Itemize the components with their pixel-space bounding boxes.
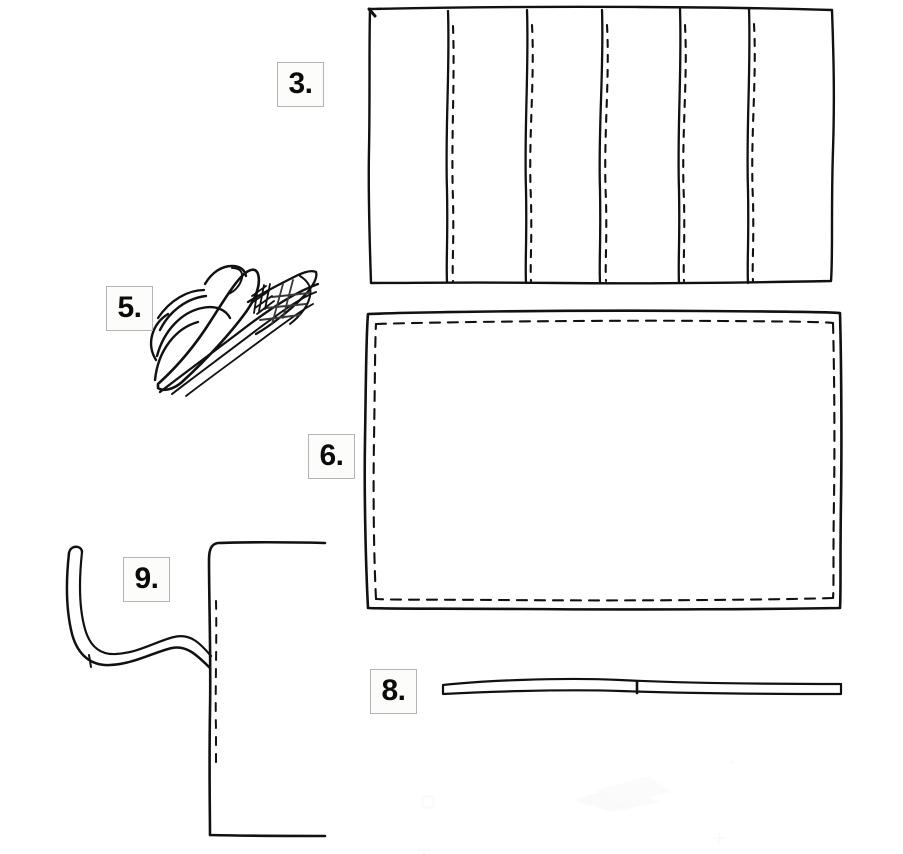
figure-5-gathered-fabric [149, 264, 320, 397]
figure-5-flap-outline [246, 269, 318, 336]
figure-5-lower-strip-1 [158, 282, 320, 394]
figure-3-seam-line-2 [524, 8, 529, 285]
figure-5-top-fold [203, 264, 248, 286]
figure-3-seam-line-3 [598, 8, 604, 284]
figure-9-panel-outline [207, 540, 327, 838]
figure-5-top-fold-inner [227, 267, 244, 295]
figure-8-outline [441, 677, 843, 696]
figure-9-strap-top-cap [67, 545, 84, 555]
step-label-8: 8. [370, 669, 417, 714]
figure-3-seam-line-4 [677, 7, 682, 285]
figure-9-strap-and-panel [65, 540, 327, 838]
figure-5-arc-4 [156, 288, 206, 320]
figure-5-arc-3 [153, 320, 200, 382]
figure-5-flap-grid-d1 [271, 283, 284, 325]
figure-3-stitch-line-5 [751, 22, 756, 283]
figure-5-crosshatch [251, 283, 275, 315]
figure-6-outline [363, 309, 843, 611]
figure-3-stitch-line-1 [451, 24, 455, 283]
figure-3-paneled-panel [367, 5, 836, 285]
figure-9-strap-inner-edge [78, 550, 213, 658]
figure-6-stitch-left [372, 322, 378, 601]
figure-3-stitch-line-4 [682, 23, 687, 283]
figure-9-strap-tick [88, 654, 92, 668]
figure-3-seam-line-1 [445, 9, 450, 284]
figure-3-stitch-line-2 [529, 23, 534, 283]
figure-8-narrow-strip [441, 677, 843, 696]
figure-3-corner-nib [367, 7, 377, 18]
figure-6-stitch-right [831, 321, 836, 600]
figure-3-seam-line-5 [746, 6, 751, 285]
figure-3-stitch-line-3 [604, 23, 609, 283]
figure-5-flap-edge [289, 275, 312, 325]
figure-5-flap-grid-h1 [271, 292, 310, 298]
figure-5-arc-1 [155, 305, 232, 358]
figure-6-topstitched-panel [363, 309, 843, 611]
figure-5-body-outline [156, 268, 261, 392]
figure-5-lower-strip-3 [185, 303, 314, 397]
figure-5-flap-grid-h3 [259, 314, 301, 321]
step-label-5: 5. [106, 286, 153, 331]
figure-6-stitch-top [374, 319, 835, 326]
figure-5-lower-strip-2 [171, 291, 317, 395]
figure-5-arc-2 [158, 294, 208, 332]
figure-3-outline [367, 5, 836, 285]
figure-6-stitch-bottom [374, 596, 835, 602]
step-label-6: 6. [308, 434, 355, 479]
watermark [418, 760, 734, 854]
figure-9-panel-stitch [214, 600, 218, 767]
step-label-3: 3. [277, 62, 324, 107]
figure-5-flap-grid-d2 [282, 279, 294, 319]
figure-9-strap-outer-edge [65, 551, 212, 670]
figure-5-arc-5 [149, 312, 170, 362]
step-label-9: 9. [123, 557, 170, 602]
